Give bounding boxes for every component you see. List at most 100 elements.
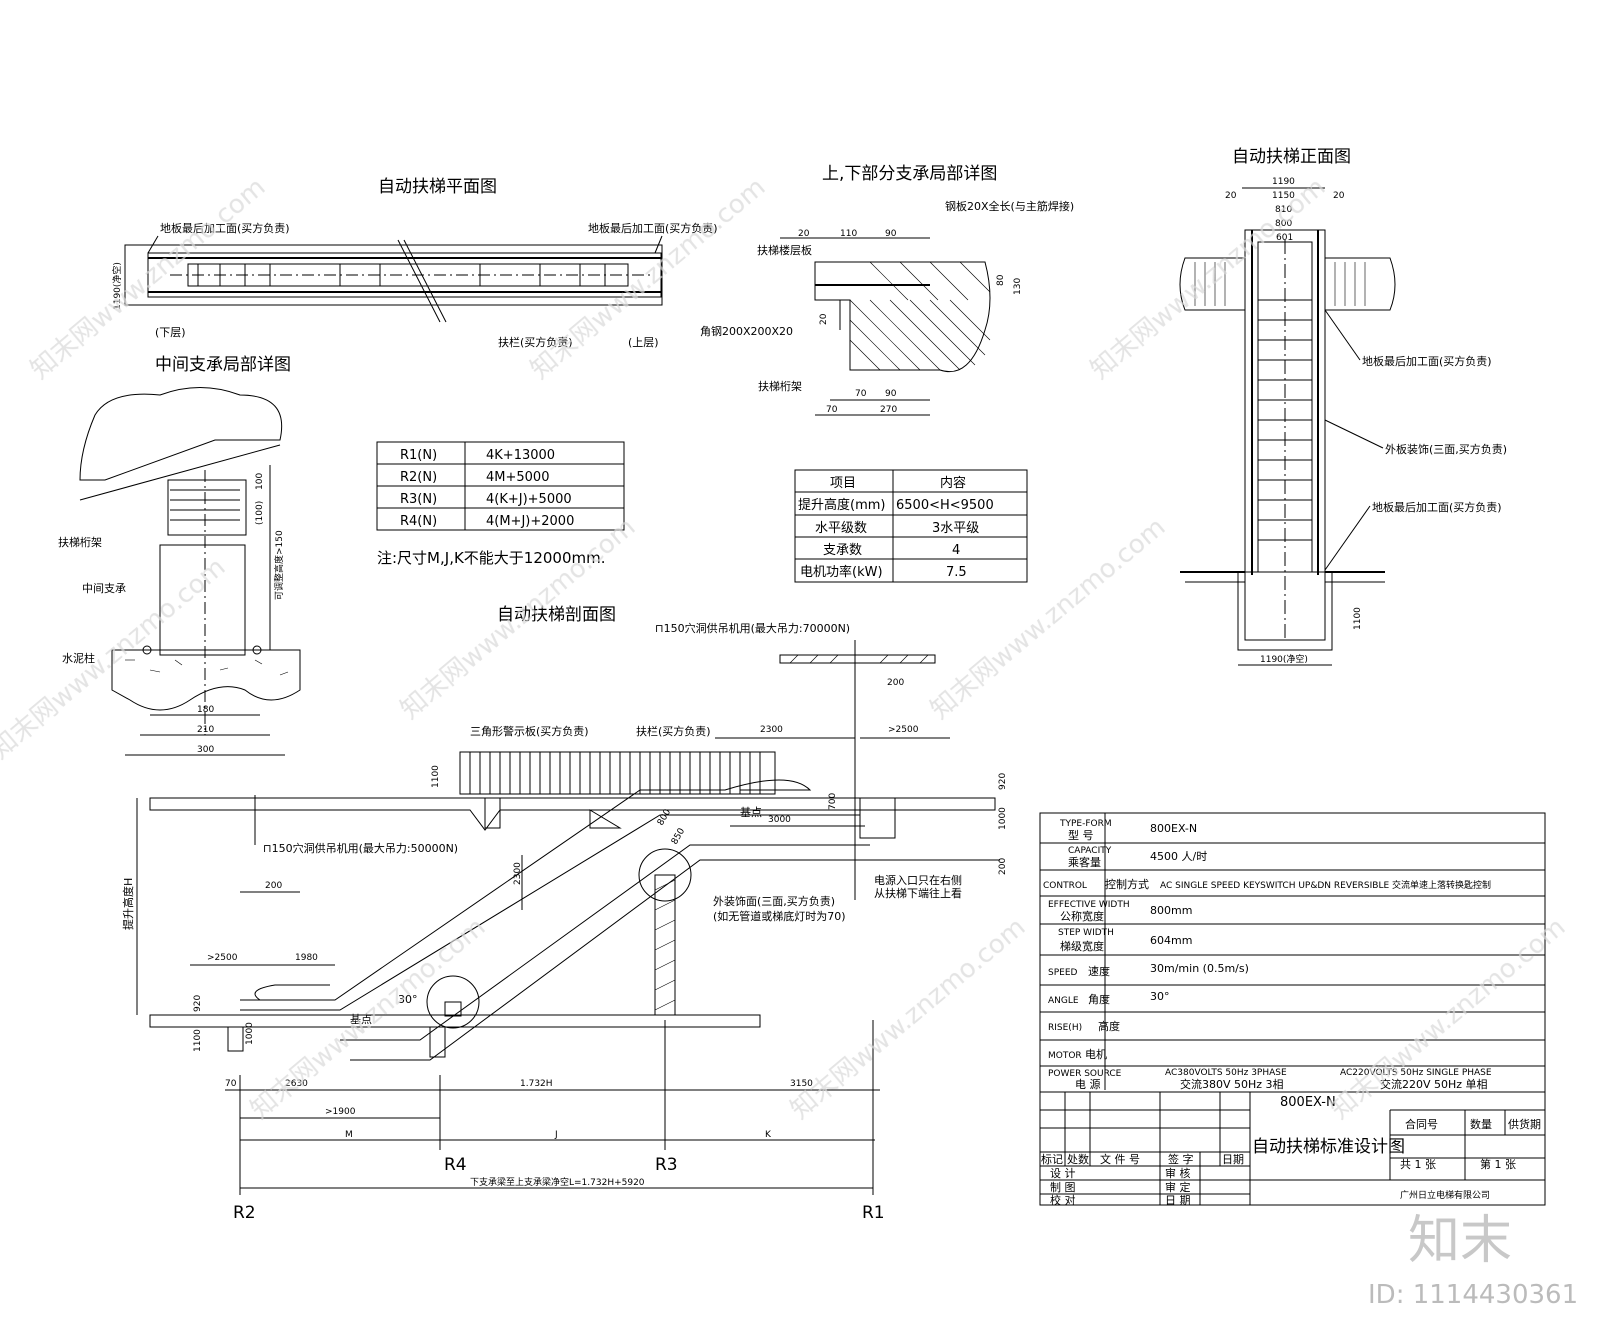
plan-upper: (上层) (628, 336, 659, 349)
tb-eff-width: 800mm (1150, 904, 1192, 917)
tb-company: 广州日立电梯有限公司 (1400, 1189, 1490, 1201)
dim: 800 (1275, 219, 1292, 229)
plan-handrail: 扶栏(买方负责) (498, 335, 573, 349)
section-view: 自动扶梯剖面图 ⊓150穴洞供吊机用(最大吊力:70000N) 200 三角形警… (121, 605, 1008, 1223)
tb-zh: 梯级宽度 (1060, 939, 1104, 953)
dim: 1980 (295, 953, 318, 963)
tb-rev-col: 日期 (1222, 1153, 1244, 1166)
dim: 920 (998, 773, 1008, 790)
tb-en: TYPE-FORM (1059, 819, 1112, 829)
span-dim: 下支承梁至上支承梁净空L=1.732H+5920 (470, 1176, 645, 1188)
tb-drawing-title: 自动扶梯标准设计图 (1252, 1137, 1405, 1157)
tb-supply: 供货期 (1508, 1117, 1541, 1131)
support-detail: 上,下部分支承局部详图 20 110 90 钢板20X全长(与主筋焊接) 扶梯楼… (700, 164, 1074, 416)
dim: 1150 (1272, 191, 1295, 201)
reaction-table: R1(N) 4K+13000 R2(N) 4M+5000 R3(N) 4(K+J… (376, 441, 625, 567)
front-title: 自动扶梯正面图 (1232, 147, 1351, 167)
tb-zh: 角度 (1088, 992, 1110, 1006)
plan-width-dim: 1190(净空) (111, 262, 123, 310)
power-label-2: 从扶梯下端往上看 (874, 886, 962, 900)
dim: 1190 (1272, 177, 1295, 187)
tb-contract: 合同号 (1405, 1117, 1438, 1131)
section-handrail-label: 扶栏(买方负责) (636, 724, 711, 738)
tb-zh: 电 源 (1075, 1077, 1101, 1091)
watermarks: 知末网www.znzmo.com 知末网www.znzmo.com 知末网www… (0, 172, 1571, 1125)
tb-sign: 校 对 (1050, 1193, 1076, 1207)
dim: 300 (197, 745, 214, 755)
tb-zh: 乘客量 (1068, 855, 1101, 869)
tb-rev-col: 标记 (1041, 1152, 1063, 1166)
spec-value: 6500<H<9500 (896, 498, 994, 513)
dim: (100) (255, 501, 265, 525)
front-floor-2: 地板最后加工面(买方负责) (1372, 500, 1502, 514)
tb-sign: 制 图 (1050, 1181, 1076, 1194)
dim: 3150 (790, 1079, 813, 1089)
dim: 70 (855, 389, 867, 399)
title-block: TYPE-FORM 型 号 800EX-N CAPACITY 乘客量 4500 … (1039, 812, 1546, 1207)
front-bottom-dim: 1190(净空) (1260, 653, 1308, 665)
dim: 200 (265, 881, 282, 891)
datum-bottom: 基点 (350, 1013, 372, 1026)
tb-en: POWER SOURCE (1048, 1069, 1122, 1079)
spec-key: 提升高度(mm) (798, 497, 885, 513)
dim: 70 (225, 1079, 237, 1089)
tb-angle: 30° (1150, 990, 1170, 1003)
dim: 20 (1225, 191, 1237, 201)
hole-bottom-label: ⊓150穴洞供吊机用(最大吊力:50000N) (263, 841, 458, 855)
reaction-value: 4K+13000 (486, 448, 555, 463)
spec-key: 支承数 (823, 543, 862, 558)
rise-dim: 提升高度H (121, 878, 135, 930)
dim: 20 (798, 229, 810, 239)
dim: 1100 (431, 765, 441, 788)
front-floor-1: 地板最后加工面(买方负责) (1362, 354, 1492, 368)
dim: >1900 (325, 1107, 356, 1117)
tb-en: MOTOR (1048, 1051, 1082, 1061)
floor-plate-label: 扶梯楼层板 (757, 243, 812, 257)
tb-capacity: 4500 人/时 (1150, 850, 1207, 863)
cladding-note: (如无管道或梯底灯时为70) (713, 909, 846, 923)
dim: J (554, 1130, 558, 1140)
steel-plate-label: 钢板20X全长(与主筋焊接) (945, 199, 1074, 213)
tb-sign: 日 期 (1165, 1194, 1191, 1207)
tb-power-b-zh: 交流220V 50Hz 单相 (1380, 1077, 1488, 1091)
tb-zh: 型 号 (1068, 828, 1094, 842)
reaction-value: 4(M+J)+2000 (486, 514, 574, 529)
spec-value: 7.5 (946, 565, 967, 580)
dim: 20 (819, 313, 829, 325)
tb-page: 第 1 张 (1480, 1157, 1516, 1171)
spec-value: 4 (952, 543, 960, 558)
dim: 210 (197, 725, 214, 735)
dim: M (345, 1130, 353, 1140)
tb-sign: 审 核 (1165, 1166, 1191, 1180)
spec-value: 3水平级 (932, 521, 979, 536)
plan-floor-left: 地板最后加工面(买方负责) (160, 221, 290, 235)
plan-floor-right: 地板最后加工面(买方负责) (588, 221, 718, 235)
plan-title: 自动扶梯平面图 (378, 177, 497, 197)
dim: 180 (197, 705, 214, 715)
tb-en: ANGLE (1048, 996, 1079, 1006)
support-r4: R4 (444, 1155, 467, 1175)
tb-rev-col: 文 件 号 (1100, 1152, 1140, 1166)
tb-zh: 电机 (1085, 1047, 1107, 1061)
watermark-text: 知末网www.znzmo.com (785, 912, 1031, 1125)
tb-en: CAPACITY (1068, 846, 1112, 856)
dim: >2500 (888, 725, 919, 735)
dim: 3000 (768, 815, 791, 825)
reaction-key: R4(N) (400, 514, 437, 529)
tb-total: 共 1 张 (1400, 1158, 1436, 1171)
plan-view: 自动扶梯平面图 地板最后加工面(买方负责) 地板最后加工面(买方负责) 1190… (111, 177, 718, 349)
dim: 90 (885, 389, 897, 399)
datum-top: 基点 (740, 806, 762, 819)
angle-steel-label: 角钢200X200X20 (700, 325, 793, 338)
dim: 130 (1013, 278, 1023, 295)
warning-label: 三角形警示板(买方负责) (470, 724, 589, 738)
watermark-text: 知末网www.znzmo.com (25, 172, 271, 385)
dim: 20 (1333, 191, 1345, 201)
watermark-text: 知末网www.znzmo.com (525, 172, 771, 385)
tb-power-b: AC220VOLTS 50Hz SINGLE PHASE (1340, 1068, 1492, 1078)
dim: 920 (193, 995, 203, 1012)
tb-rev-col: 签 字 (1168, 1152, 1194, 1166)
dim: 2630 (285, 1079, 308, 1089)
watermark-logo: 知末 (1408, 1211, 1512, 1271)
dim: K (765, 1130, 772, 1140)
